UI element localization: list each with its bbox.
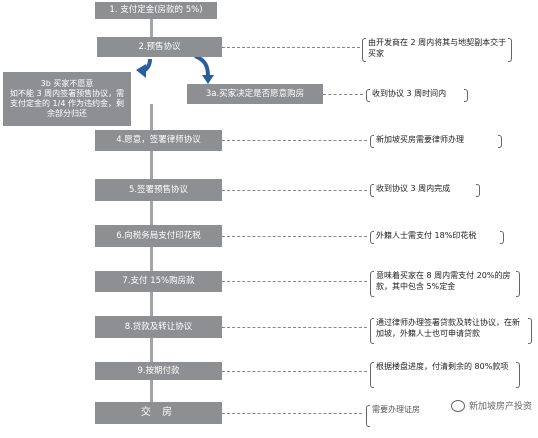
note-step-9: 根据楼盘进度，付清剩余的 80%款项 (376, 362, 509, 371)
step-2-box: 2.预售协议 (97, 37, 222, 57)
note-bracket-left (366, 405, 370, 427)
leader-line (222, 327, 367, 328)
note-bracket-right (464, 89, 468, 102)
step-6-box: 6.向税务局支付印花税 (95, 225, 222, 247)
note-step-4: 新加坡买房需要律师办理 (376, 135, 464, 144)
note-bracket-left (370, 135, 374, 148)
leader-line (222, 140, 367, 141)
connector-line (150, 338, 153, 362)
note-step-5: 收到协议 3 周内完成 (376, 184, 451, 193)
note-bracket-left (362, 38, 366, 62)
step-7-box: 7.支付 15%购房款 (95, 271, 222, 292)
note-step-2: 由开发商在 2 周内将其与地契副本交于买家 (368, 38, 507, 58)
step-8-box: 8.贷款及转让协议 (95, 316, 222, 338)
connector-line (150, 380, 153, 402)
connector-line (150, 104, 153, 130)
note-bracket-left (366, 89, 370, 102)
note-bracket-right (476, 184, 480, 197)
watermark-text: 新加坡房产投资 (468, 402, 532, 412)
note-bracket-right (498, 135, 502, 148)
leader-line (222, 236, 367, 237)
step-5-box: 5.签署预售协议 (95, 179, 222, 201)
note-bracket-right (528, 318, 532, 344)
leader-line (323, 94, 363, 95)
connector-line (150, 292, 153, 316)
leader-line (222, 413, 362, 414)
note-step-10: 需要办理证房 (372, 405, 420, 414)
leader-line (222, 190, 367, 191)
note-bracket-left (370, 362, 374, 388)
note-bracket-right (516, 362, 520, 388)
connector-line (150, 201, 153, 225)
leader-line (222, 371, 367, 372)
watermark: 新加坡房产投资 (450, 399, 532, 412)
step-10-box: 交 房 (95, 402, 222, 424)
wechat-icon (450, 399, 465, 412)
note-bracket-left (370, 184, 374, 197)
connector-line (150, 19, 153, 37)
step-3b-box: 3b 买家不愿意 如不能 3 周内签署预售协议，需支付定金的 1/4 作为违约金… (3, 72, 131, 126)
step-9-box: 9.按期付款 (95, 362, 222, 380)
step-3a-box: 3a.买家决定是否愿意购房 (187, 84, 323, 104)
note-step-3a: 收到协议 3 周时间内 (372, 89, 447, 98)
note-bracket-right (516, 271, 520, 297)
connector-line (150, 151, 153, 179)
note-bracket-left (370, 231, 374, 244)
step-4-box: 4.愿意，签署律师协议 (95, 130, 222, 151)
note-step-8: 通过律师办理签署贷款及转让协议，在新加坡，外籍人士也可申请贷款 (376, 318, 520, 338)
note-bracket-right (500, 231, 504, 244)
leader-line (222, 281, 367, 282)
leader-line (222, 47, 360, 48)
note-step-7: 意味着买家在 8 周内需支付 20%的房款，其中包含 5%定金 (376, 271, 511, 291)
note-bracket-left (370, 318, 374, 344)
note-step-6: 外籍人士需支付 18%印花税 (376, 231, 477, 240)
note-bracket-left (370, 271, 374, 297)
step-1-box: 1. 支付定金(房款的 5%) (95, 2, 217, 19)
note-bracket-right (508, 38, 512, 62)
connector-line (150, 247, 153, 271)
